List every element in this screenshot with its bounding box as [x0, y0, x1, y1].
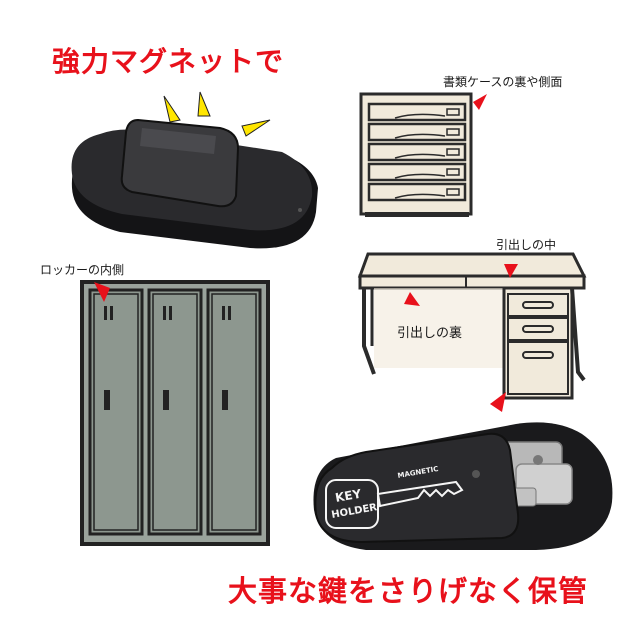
arrow-icon [490, 392, 506, 412]
key-holder-open-icon: KEY HOLDER MAGNETIC [313, 422, 613, 550]
magnet-holder-icon [71, 91, 318, 249]
arrow-icon [473, 94, 487, 110]
headline-top: 強力マグネットで [52, 45, 285, 78]
arrow-icon [504, 264, 518, 278]
key-holder-label-line1: KEY [334, 487, 363, 505]
caption-file-cabinet: 書類ケースの裏や側面 [443, 75, 563, 89]
desk-icon [357, 252, 587, 400]
caption-drawer-inside: 引出しの中 [496, 238, 557, 252]
headline-bottom: 大事な鍵をさりげなく保管 [228, 574, 589, 608]
arrow-icon [94, 282, 110, 302]
caption-drawer-underside: 引出しの裏 [397, 326, 463, 341]
file-cabinet-icon [359, 92, 487, 217]
burst-icon [241, 119, 271, 137]
arrow-icon [404, 292, 420, 306]
caption-locker-inside: ロッカーの内側 [40, 263, 125, 277]
burst-icon [197, 91, 211, 117]
burst-icon [163, 95, 181, 123]
locker-icon [80, 280, 270, 546]
